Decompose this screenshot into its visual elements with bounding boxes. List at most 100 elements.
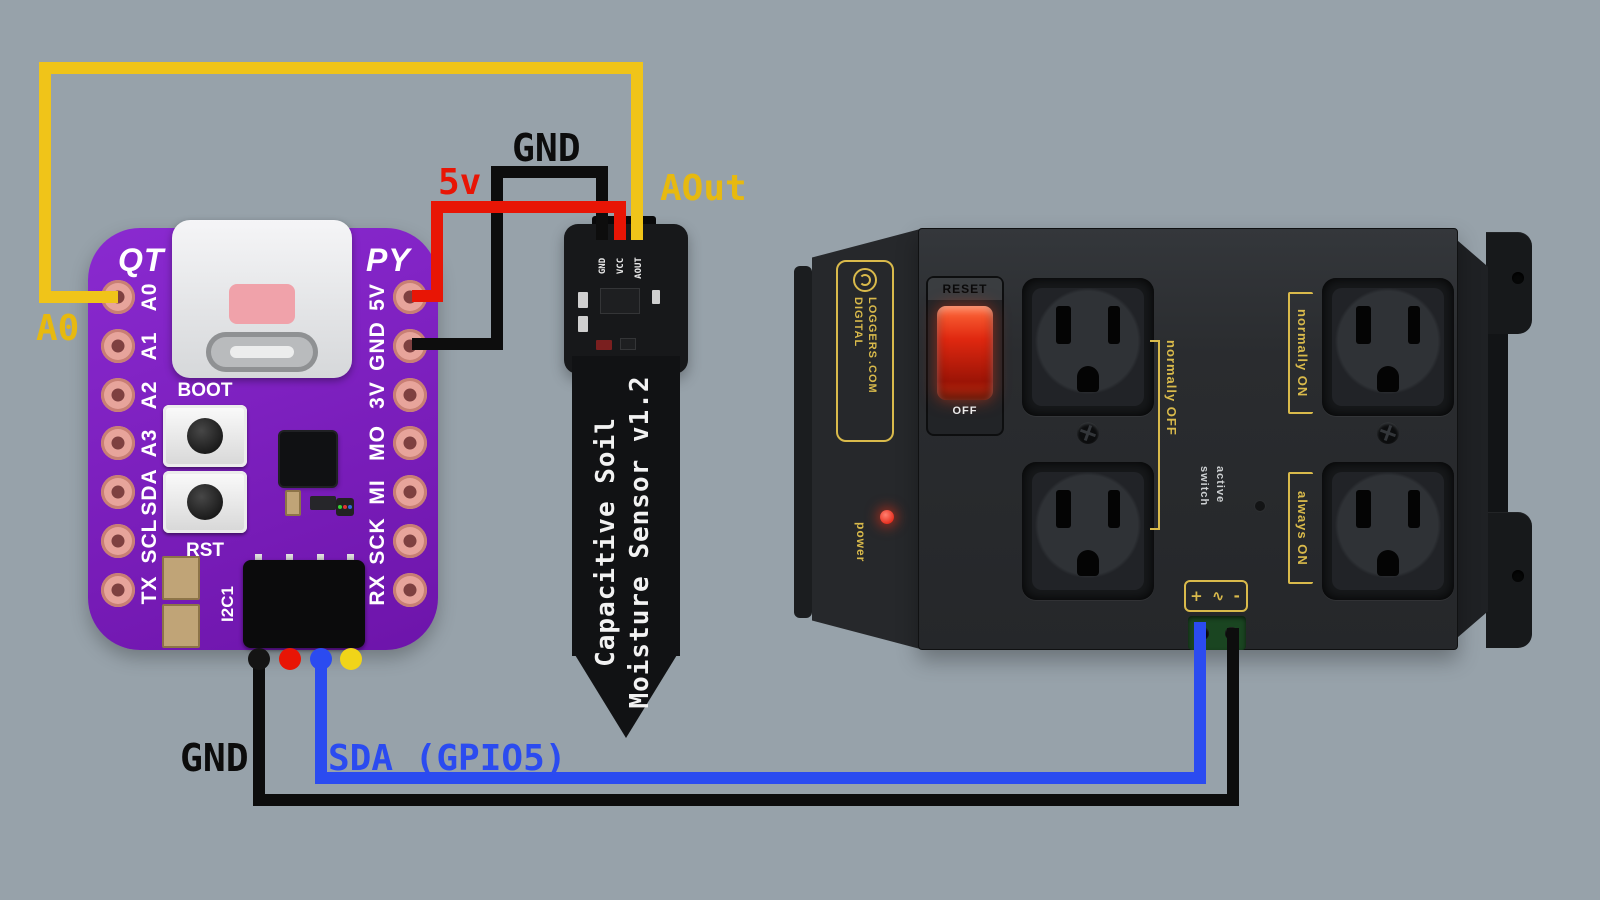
outlet-ground-hole [1077, 550, 1099, 576]
faceplate-screw [1077, 422, 1099, 444]
pin-hole-3v [393, 378, 427, 412]
label-bracket [1150, 340, 1160, 530]
pin-hole-a3 [101, 426, 135, 460]
relay-mount-tab-bottom [1486, 512, 1532, 648]
pin-hole-sda [101, 475, 135, 509]
smd-component [600, 288, 640, 314]
relay-right-spine [1486, 330, 1508, 516]
boot-label: BOOT [177, 380, 233, 401]
outlet-ground-hole [1077, 366, 1099, 392]
mount-hole [1512, 272, 1524, 284]
outlet-always-on [1322, 462, 1454, 600]
usb-c-connector [172, 220, 352, 378]
outlet-slot [1056, 306, 1071, 344]
jst-wire-end-blue [310, 648, 332, 670]
switch-active-led [1254, 500, 1266, 512]
relay-left-cap [812, 228, 924, 650]
wire-gnd-to-relay [253, 628, 1239, 806]
smd-component [162, 604, 200, 648]
switch-text: switch [1198, 466, 1210, 507]
smd-component [285, 490, 301, 516]
dli-logo-icon [853, 268, 877, 292]
label-gnd-top: GND [512, 126, 581, 170]
outlet-slot [1356, 490, 1371, 528]
sensor-probe [572, 356, 680, 656]
pin-hole-a1 [101, 329, 135, 363]
smd-component [620, 338, 636, 350]
smd-component [310, 496, 336, 510]
outlet-slot [1356, 306, 1371, 344]
qtpy-brand-right: PY [366, 242, 411, 278]
pin-hole-tx [101, 573, 135, 607]
label-sda-gpio5: SDA (GPIO5) [328, 738, 567, 779]
wire-5v-to-vcc [412, 201, 626, 302]
outlet-slot [1408, 490, 1420, 528]
relay-mount-tab-top [1486, 232, 1532, 334]
wire-gnd-to-sensor [412, 166, 608, 350]
rgb-led [336, 498, 354, 516]
smd-component [578, 316, 588, 332]
digital-loggers-brand: DIGITAL LOGGERS .COM [836, 260, 894, 442]
pin-hole-a2 [101, 378, 135, 412]
active-text: active [1214, 466, 1226, 504]
iot-power-relay: DIGITAL LOGGERS .COM power RESET OFF [790, 226, 1534, 652]
pin-hole-sck [393, 524, 427, 558]
outlet-face [1332, 472, 1444, 590]
outlet-normally-on [1322, 278, 1454, 416]
reset-switch-label: RESET [928, 278, 1002, 300]
outlet-slot [1408, 306, 1420, 344]
label-aout: AOut [660, 168, 747, 209]
usb-reflection [229, 284, 295, 324]
brand-loggers: LOGGERS [866, 297, 878, 360]
smd-component [652, 290, 660, 304]
reset-rocker [937, 306, 993, 400]
ic-chip [280, 432, 336, 486]
label-gnd-bottom: GND [180, 736, 249, 780]
reset-button [163, 471, 247, 533]
normally-on-text: normally ON [1295, 308, 1310, 398]
relay-left-flange [794, 266, 812, 618]
off-label: OFF [952, 405, 978, 417]
normally-on-label: normally ON [1288, 292, 1313, 414]
control-terminal-label: + ∿ - [1184, 580, 1248, 612]
normally-off-label: normally OFF [1150, 340, 1179, 530]
outlet-face [1332, 288, 1444, 406]
wire-sda-to-relay [315, 622, 1206, 784]
always-on-label: always ON [1288, 472, 1313, 584]
outlet-face [1032, 472, 1144, 590]
label-5v: 5v [438, 162, 482, 203]
smd-component [162, 556, 200, 600]
normally-off-text: normally OFF [1164, 340, 1179, 436]
smd-component [596, 340, 612, 350]
outlet-slot [1108, 306, 1120, 344]
label-a0: A0 [36, 308, 80, 349]
outlet-normally-off-top [1022, 278, 1154, 416]
pin-hole-scl [101, 524, 135, 558]
outlet-normally-off-bottom [1022, 462, 1154, 600]
usb-tongue [230, 346, 294, 358]
pin-hole-mo [393, 426, 427, 460]
jst-wire-end-black [248, 648, 270, 670]
mount-hole [1512, 570, 1524, 582]
usb-opening [206, 332, 318, 372]
jst-wire-end-yellow [340, 648, 362, 670]
boot-button [163, 405, 247, 467]
pin-hole-mi [393, 475, 427, 509]
outlet-slot [1056, 490, 1071, 528]
pin-hole-rx [393, 573, 427, 607]
qtpy-brand-left: QT [118, 242, 165, 278]
outlet-face [1032, 288, 1144, 406]
power-label: power [854, 522, 868, 563]
smd-component [578, 292, 588, 308]
i2c-jst-connector [243, 560, 365, 648]
reset-switch: RESET OFF [926, 276, 1004, 436]
outlet-ground-hole [1377, 550, 1399, 576]
outlet-ground-hole [1377, 366, 1399, 392]
brand-com: .COM [866, 361, 878, 394]
reset-button-cap [187, 484, 223, 520]
switch-active-label: switch active [1198, 466, 1226, 506]
faceplate-screw [1377, 422, 1399, 444]
wire-a0-to-aout [39, 62, 643, 303]
